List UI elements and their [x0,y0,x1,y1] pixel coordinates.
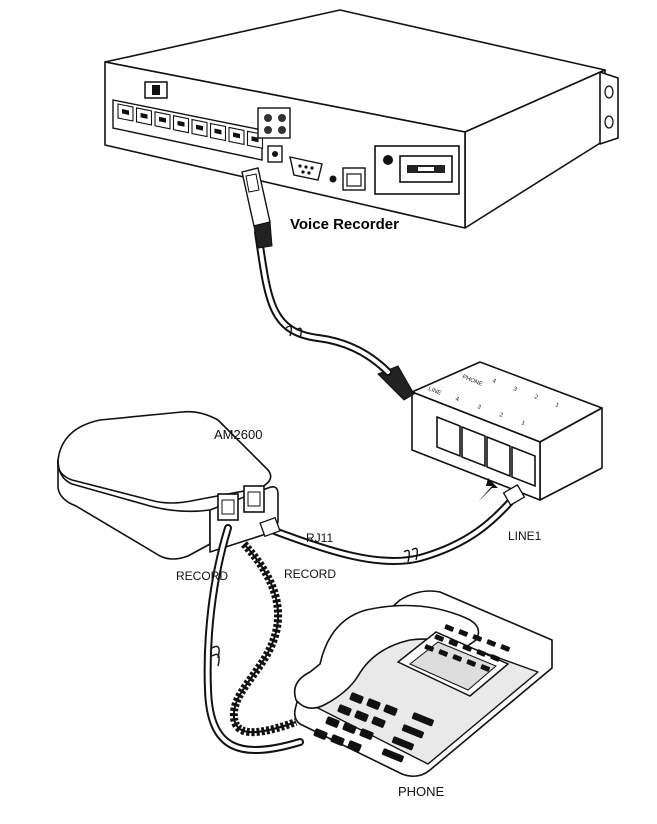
line1-label: LINE1 [508,529,542,543]
rj11-port-bank [112,99,264,161]
function-key [486,639,497,647]
keypad-key [383,704,398,716]
function-key [434,634,445,642]
function-key [462,644,473,652]
audio-jack-panel [257,107,291,139]
rj45-plug-icon [241,167,273,249]
keypad-key [330,734,345,746]
storage-bay-icon [374,145,460,195]
keypad-key [347,740,362,752]
junction-line-ports [436,415,536,488]
status-led [329,175,337,183]
keypad-key [371,716,386,728]
junction-line-port-1: 1 [520,420,526,427]
side-key [411,712,434,727]
function-key [480,664,491,672]
lan-port-icon [342,167,366,191]
keypad-key [337,704,352,716]
record-label-right: RECORD [284,567,336,581]
voice-recorder-unit [104,9,619,229]
keypad-key [325,716,340,728]
junction-phone-port-1: 1 [554,402,560,409]
function-key [476,649,487,657]
function-key [500,644,511,652]
dc-jack-icon [267,145,283,163]
am2600-adapter [56,410,279,560]
side-key [401,724,424,739]
function-key [448,639,459,647]
arrow-to-line1-icon [478,478,498,502]
function-key [472,634,483,642]
junction-box: PHONE LINE 4 3 2 1 4 3 2 1 [377,361,603,501]
function-key [466,659,477,667]
junction-phone-port-3: 3 [512,386,518,393]
function-key [424,644,435,652]
am2600-record-ports [217,485,265,521]
rj11-port-icon [135,107,153,126]
keypad-key [342,722,357,734]
line1-rj11-plug-icon [502,484,526,506]
phone-label: PHONE [398,784,445,799]
function-key [490,654,501,662]
voice-recorder-label: Voice Recorder [290,216,399,233]
record-label-left: RECORD [176,569,228,583]
function-key [458,629,469,637]
junction-line-port-2: 2 [498,412,504,419]
side-key [381,748,404,763]
junction-phone-port-4: 4 [491,378,497,385]
junction-line-label: LINE [427,386,442,397]
junction-line-port-4: 4 [454,396,460,403]
function-key [438,649,449,657]
keypad-key [366,698,381,710]
side-key [391,736,414,751]
handset-coil-cord [229,541,298,737]
rj11-port-icon [191,118,208,138]
junction-line-port-3: 3 [476,404,482,411]
rj11-label: RJ11 [306,531,333,545]
rj11-port-icon [228,126,245,146]
rj11-port-icon [117,103,134,122]
phone-line-cable [203,524,304,755]
recorder-trunk-cable [241,167,392,376]
am2600-label: AM2600 [214,427,262,442]
phone-function-keys [381,624,511,763]
serial-port-icon [289,156,323,181]
keypad-key [349,692,364,704]
desk-phone [293,590,553,778]
keypad-key [354,710,369,722]
power-switch-icon [144,81,168,99]
function-key [444,624,455,632]
rack-ear [599,71,619,145]
keypad-key [313,728,328,740]
rj11-plug-icon [259,516,281,538]
line1-cable [259,478,526,566]
keypad-key [359,728,374,740]
phone-keypad [313,692,398,752]
rj11-port-icon [209,122,227,142]
rj11-port-icon [154,111,171,130]
rj11-port-icon [172,115,190,134]
function-key [452,654,463,662]
junction-phone-port-2: 2 [533,394,539,401]
